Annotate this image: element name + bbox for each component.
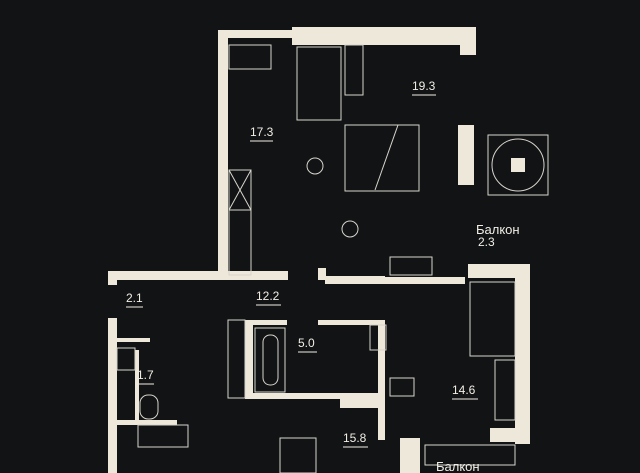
room-area-wc: 1.7: [137, 368, 154, 382]
walls: [108, 27, 530, 473]
room-area-hallway: 12.2: [256, 289, 280, 303]
furniture-lines: [116, 44, 549, 473]
room-area-balcony-1: 2.3: [478, 235, 495, 249]
room-area-bedroom-2: 19.3: [412, 79, 436, 93]
room-area-bathroom: 5.0: [298, 336, 315, 350]
room-area-bedroom-1: 17.3: [250, 125, 274, 139]
balcony-2-label: Балкон: [436, 459, 480, 473]
room-area-bedroom-3: 14.6: [452, 383, 476, 397]
balcony-1-label: Балкон: [476, 222, 520, 237]
room-area-kitchen-living: 15.8: [343, 431, 367, 445]
room-area-vestibule: 2.1: [126, 291, 143, 305]
room-labels: 17.3 19.3 Балкон 2.3 2.1 12.2 5.0 1.7 14…: [126, 79, 520, 473]
